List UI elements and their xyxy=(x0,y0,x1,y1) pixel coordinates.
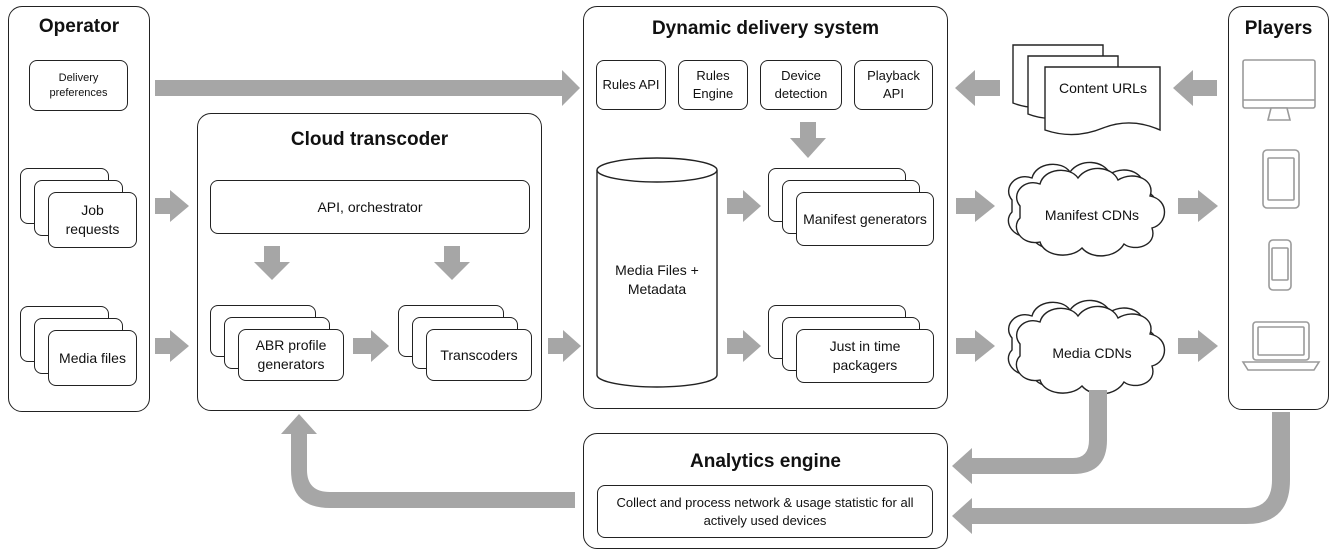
arrow-api-to-abr xyxy=(254,246,290,280)
transcoders-box: Transcoders xyxy=(426,329,532,381)
arrow-players-to-urls xyxy=(1173,70,1217,106)
media-cdn-cloud xyxy=(1007,299,1166,395)
manifest-cdns-label: Manifest CDNs xyxy=(1044,206,1140,223)
arrow-media-cdn-to-analytics xyxy=(952,390,1107,484)
job-requests-box: Job requests xyxy=(48,192,137,248)
operator-title: Operator xyxy=(38,16,120,37)
players-title: Players xyxy=(1244,18,1313,39)
arrow-preferences-to-delivery xyxy=(155,70,580,106)
arrow-storage-to-manifest xyxy=(727,190,761,222)
arrow-detection-to-manifest xyxy=(790,122,826,158)
abr-profile-generators-box: ABR profile generators xyxy=(238,329,344,381)
api-orchestrator-box: API, orchestrator xyxy=(210,180,530,234)
dynamic-delivery-title: Dynamic delivery system xyxy=(651,18,880,39)
arrow-analytics-to-transcoder xyxy=(281,414,575,508)
arrow-manifest-cdn-to-players xyxy=(1178,190,1218,222)
arrow-players-to-analytics xyxy=(952,412,1290,534)
arrow-abr-to-transcoders xyxy=(353,330,389,362)
arrow-storage-to-jit xyxy=(727,330,761,362)
manifest-cdn-cloud xyxy=(1007,161,1166,257)
media-cdns-label: Media CDNs xyxy=(1052,344,1132,361)
rules-api-box: Rules API xyxy=(596,60,666,110)
arrow-urls-to-delivery xyxy=(955,70,1000,106)
rules-engine-box: Rules Engine xyxy=(678,60,748,110)
analytics-collect-box: Collect and process network & usage stat… xyxy=(597,485,933,538)
media-files-box: Media files xyxy=(48,330,137,386)
phone-icon xyxy=(1268,239,1292,291)
monitor-icon xyxy=(1242,59,1316,121)
arrow-api-to-transcoders xyxy=(434,246,470,280)
tablet-icon xyxy=(1262,149,1300,209)
analytics-title: Analytics engine xyxy=(690,451,841,472)
playback-api-box: Playback API xyxy=(854,60,933,110)
jit-packagers-box: Just in time packagers xyxy=(796,329,934,383)
delivery-preferences-box: Delivery preferences xyxy=(29,60,128,111)
laptop-icon xyxy=(1241,321,1321,371)
media-files-metadata-label: Media Files + Metadata xyxy=(615,262,699,297)
media-files-cylinder xyxy=(596,157,718,388)
content-urls-label: Content URLs xyxy=(1059,79,1147,96)
device-detection-box: Device detection xyxy=(760,60,842,110)
manifest-generators-box: Manifest generators xyxy=(796,192,934,246)
arrow-manifest-to-cdn xyxy=(956,190,995,222)
arrow-transcoders-to-delivery xyxy=(548,330,581,362)
arrow-jit-to-cdn xyxy=(956,330,995,362)
arrow-jobs-to-transcoder xyxy=(155,190,189,222)
cloud-transcoder-title: Cloud transcoder xyxy=(290,129,449,150)
arrow-media-cdn-to-players xyxy=(1178,330,1218,362)
arrow-media-to-transcoder xyxy=(155,330,189,362)
content-urls-documents xyxy=(1012,44,1161,136)
